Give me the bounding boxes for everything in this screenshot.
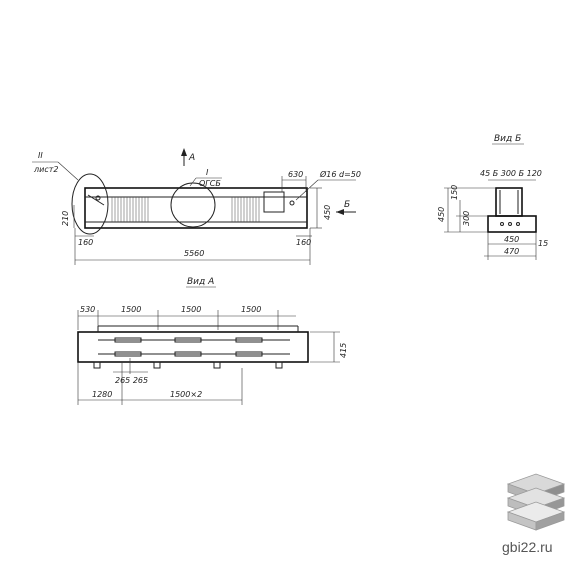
arrow-a-label: A [188,153,195,163]
arrow-b-label: Б [344,200,350,210]
dim-b-450w-text: 450 [504,235,519,244]
view-b-web [495,187,523,217]
slot-top-3 [235,337,263,343]
anchor-1 [93,361,101,369]
dim-b-150-text: 150 [450,185,459,200]
view-a [77,286,340,405]
view-a-outline [77,331,309,363]
slot-top-1 [114,337,142,343]
hatch-right [231,197,260,222]
dim-1500-c-text: 1500 [241,305,261,314]
view-b-hole-1 [500,222,504,226]
slot-bottom-2 [174,351,202,357]
right-end-detail [263,191,285,213]
slot-bottom-1 [114,351,142,357]
gbi-logo: gbi22.ru [502,473,566,555]
dim-1500x2-text: 1500×2 [170,390,202,399]
right-hole [289,200,295,206]
dim-1280-text: 1280 [92,390,112,399]
main-elevation-labels: II лист2 A I ОГСБ 630 Ø16 d=50 450 Б 210… [33,151,361,258]
anchor-3 [213,361,221,369]
dim-415-text: 415 [339,343,348,358]
dim-b-470-text: 470 [504,247,519,256]
dim-b-top-text: 45 Б 300 Б 120 [480,169,542,178]
callout-sheet: лист2 [33,165,58,174]
section-mark-sheet: ОГСБ [199,179,221,188]
view-b-hole-3 [516,222,520,226]
dim-160-left-text: 160 [78,238,93,247]
dim-210-text: 210 [61,211,70,226]
arrow-a-head [181,148,187,156]
dim-1500-a-text: 1500 [121,305,141,314]
dim-530-text: 530 [80,305,95,314]
dim-b-15-text: 15 [538,239,548,248]
dim-630-text: 630 [288,170,303,179]
dim-265-text: 265 265 [115,376,148,385]
dim-hole-text: Ø16 d=50 [319,169,361,179]
section-mark-roman: I [206,168,209,177]
detail-circle-center [170,182,216,228]
hatch-left [111,197,149,222]
left-hole [95,195,101,201]
dim-b-300-text: 300 [462,211,471,226]
view-b [444,143,537,260]
view-b-hole-2 [508,222,512,226]
site-name: gbi22.ru [502,539,553,555]
hole-leader [295,179,319,201]
dim-5560-text: 5560 [184,249,204,258]
dim-b-450-text: 450 [437,207,446,222]
callout-roman: II [38,151,43,160]
view-b-labels: Вид Б 45 Б 300 Б 120 450 150 300 450 15 … [437,134,548,256]
dim-160-right-text: 160 [296,238,311,247]
slot-bottom-3 [235,351,263,357]
detail-circle-left [71,173,109,235]
anchor-2 [153,361,161,369]
left-end-mark [87,194,105,206]
dim-1500-b-text: 1500 [181,305,201,314]
anchor-4 [275,361,283,369]
logo-stack-icon [506,473,566,531]
main-elevation [32,148,356,265]
section-mark-leader [189,177,197,187]
arrow-b-head [336,209,344,215]
dim-450-text: 450 [323,205,332,220]
callout-leader [57,161,79,181]
view-b-title: Вид Б [494,134,521,144]
slot-top-2 [174,337,202,343]
beam-outline [84,187,308,229]
view-a-title: Вид А [187,277,214,287]
view-a-labels: Вид А 530 1500 1500 1500 415 265 265 128… [80,277,348,399]
